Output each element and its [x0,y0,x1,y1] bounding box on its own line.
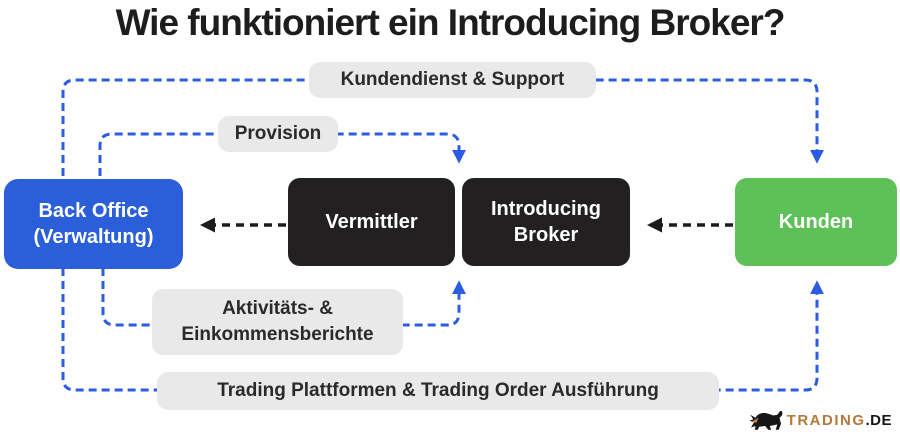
node-back-office-line2: (Verwaltung) [33,226,154,248]
label-provision: Provision [218,116,338,152]
node-kunden: Kunden [735,178,897,266]
logo-wordmark: TRADING.DE [787,412,892,429]
page-title: Wie funktioniert ein Introducing Broker? [115,2,786,43]
node-introducing-broker-line2: Broker [513,224,579,246]
label-provision-text: Provision [234,123,322,145]
node-back-office: Back Office (Verwaltung) [4,179,183,269]
label-kundendienst-support-text: Kundendienst & Support [340,69,565,91]
label-kundendienst-support: Kundendienst & Support [309,62,596,98]
label-aktivitaets-einkommensberichte: Aktivitäts- & Einkommensberichte [152,289,403,355]
node-kunden-label: Kunden [778,211,854,233]
logo-brand-text: TRADING [786,411,866,429]
node-vermittler: Vermittler [288,178,455,266]
node-back-office-line1: Back Office [38,200,149,222]
label-trading-plattformen: Trading Plattformen & Trading Order Ausf… [157,372,719,410]
trading-de-logo: TRADING.DE [748,407,892,433]
logo-tld-text: .DE [865,411,892,429]
label-reports-line2: Einkommensberichte [181,324,374,345]
flow-line-reports [101,268,466,327]
node-vermittler-label: Vermittler [325,211,418,233]
bull-logo-icon [749,411,783,430]
node-introducing-broker: Introducing Broker [462,178,630,266]
label-reports-line1: Aktivitäts- & [222,298,333,320]
label-trading-plattformen-text: Trading Plattformen & Trading Order Ausf… [217,380,659,402]
node-introducing-broker-line1: Introducing [491,198,601,220]
